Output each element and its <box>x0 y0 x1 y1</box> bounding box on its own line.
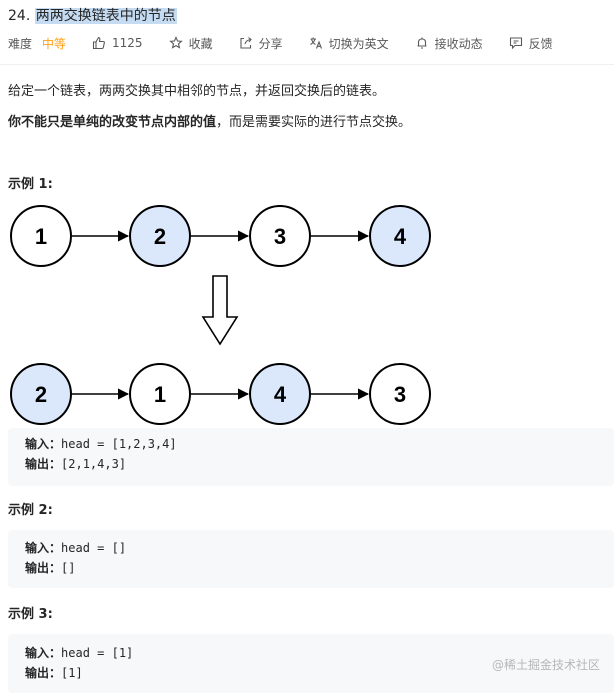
input-value: head = [1,2,3,4] <box>61 437 177 451</box>
node-circle <box>10 205 72 267</box>
node-value: 4 <box>274 382 287 407</box>
node-value: 1 <box>154 382 166 407</box>
output-value: [1] <box>61 666 83 680</box>
node-circle <box>369 205 431 267</box>
difficulty-value: 中等 <box>42 36 67 51</box>
example-3-code: 输入：head = [1] 输出：[1] <box>8 634 614 693</box>
output-value: [2,1,4,3] <box>61 457 127 471</box>
switch-language-button[interactable]: 切换为英文 <box>309 35 389 52</box>
thumbs-up-icon <box>92 36 105 50</box>
node-value: 3 <box>274 224 286 249</box>
down-arrow-icon <box>201 275 239 346</box>
feedback-button[interactable]: 反馈 <box>509 35 553 52</box>
input-value: head = [] <box>61 541 127 555</box>
node-circle <box>10 363 72 425</box>
example-output-line: 输出：[2,1,4,3] <box>8 454 614 474</box>
feedback-label: 反馈 <box>528 36 553 51</box>
example-2-code: 输入：head = [] 输出：[] <box>8 530 614 588</box>
description-emphasis: 你不能只是单纯的改变节点内部的值 <box>8 115 217 130</box>
input-label: 输入： <box>25 646 62 660</box>
translate-icon <box>309 37 322 49</box>
example-input-line: 输入：head = [1] <box>8 643 614 663</box>
problem-title: 24. 两两交换链表中的节点 <box>8 6 177 26</box>
problem-number: 24. <box>8 8 31 24</box>
input-label: 输入： <box>25 541 62 555</box>
example-3-title: 示例 3: <box>8 607 53 622</box>
notify-label: 接收动态 <box>434 36 483 51</box>
feedback-icon <box>509 37 522 50</box>
node-value: 1 <box>35 224 47 249</box>
watermark: @稀土掘金技术社区 <box>491 658 600 672</box>
description-line-1: 给定一个链表，两两交换其中相邻的节点，并返回交换后的链表。 <box>8 84 386 99</box>
example-1-code: 输入：head = [1,2,3,4] 输出：[2,1,4,3] <box>8 428 614 486</box>
collect-button[interactable]: 收藏 <box>168 35 213 52</box>
problem-title-text: 两两交换链表中的节点 <box>34 8 177 24</box>
meta-bar: 难度 中等 1125 收藏 分享 切换为英文 接收动态 反馈 <box>8 34 579 52</box>
output-label: 输出： <box>25 666 62 680</box>
output-value: [] <box>61 561 76 575</box>
description-line-2: 你不能只是单纯的改变节点内部的值，而是需要实际的进行节点交换。 <box>8 111 411 130</box>
like-count: 1125 <box>112 36 143 50</box>
node-circle <box>249 205 311 267</box>
node-circle <box>369 363 431 425</box>
example-2-title: 示例 2: <box>8 503 53 518</box>
example-input-line: 输入：head = [] <box>8 538 614 558</box>
example-output-line: 输出：[1] <box>8 663 614 683</box>
output-label: 输出： <box>25 561 62 575</box>
input-label: 输入： <box>25 437 62 451</box>
divider <box>0 64 614 65</box>
difficulty: 难度 中等 <box>8 35 66 52</box>
switch-language-label: 切换为英文 <box>328 36 389 51</box>
share-button[interactable]: 分享 <box>239 35 283 52</box>
node-value: 2 <box>154 224 166 249</box>
like-button[interactable]: 1125 <box>92 36 143 50</box>
notify-button[interactable]: 接收动态 <box>415 35 483 52</box>
bell-icon <box>417 37 427 49</box>
example-1-title: 示例 1: <box>8 177 53 192</box>
difficulty-label: 难度 <box>8 36 33 51</box>
star-icon <box>168 36 183 49</box>
node-circle <box>129 363 191 425</box>
example-input-line: 输入：head = [1,2,3,4] <box>8 434 614 454</box>
node-circle <box>249 363 311 425</box>
input-value: head = [1] <box>61 646 134 660</box>
output-label: 输出： <box>25 457 62 471</box>
node-value: 2 <box>35 382 47 407</box>
node-value: 4 <box>394 224 407 249</box>
node-value: 3 <box>394 382 406 407</box>
share-icon <box>240 37 252 49</box>
description-rest: ，而是需要实际的进行节点交换。 <box>216 115 412 130</box>
share-label: 分享 <box>258 36 283 51</box>
node-circle <box>129 205 191 267</box>
example-output-line: 输出：[] <box>8 558 614 578</box>
linked-list-diagram: 1 2 3 4 2 1 4 3 <box>10 205 431 425</box>
collect-label: 收藏 <box>188 36 213 51</box>
